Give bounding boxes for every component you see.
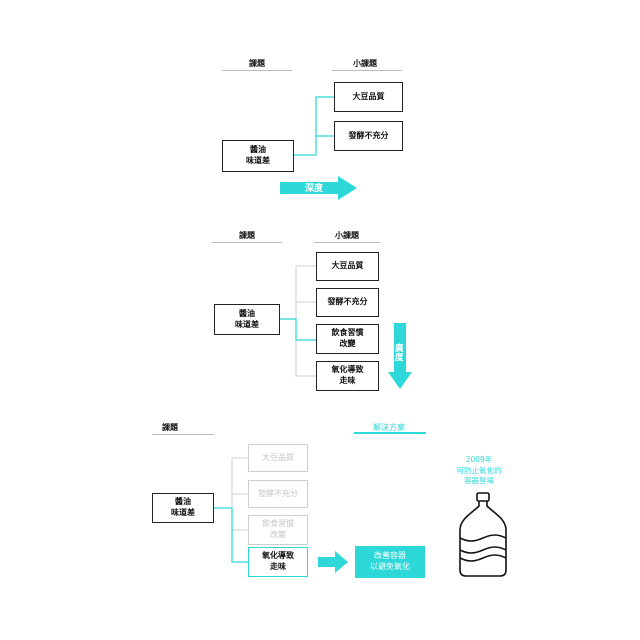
section1-header-subtopic: 小課題 [353,59,377,68]
section1-child-box: 發酵不充分 [334,121,403,151]
section3-child-box-faded: 發酵不充分 [248,480,308,508]
section2-header-subtopic-underline [314,242,380,243]
section2-header-topic: 課題 [239,231,255,240]
section3-solution-box: 改善容器 以避免氧化 [355,546,425,578]
section3-connectors-teal [214,507,248,563]
section3-header-topic-underline [152,434,214,435]
section2-breadth-arrow [388,323,412,389]
section1-header-topic-underline [222,70,292,71]
section3-solution-arrow [318,551,348,573]
section1-connectors [294,96,334,156]
section3-root-box: 醬油 味道差 [152,493,214,523]
section2-connectors-gray [295,265,316,377]
section1-root-box: 醬油 味道差 [222,140,294,172]
bottle-icon [459,492,507,577]
section3-header-solution-underline [354,432,426,434]
section2-header-subtopic: 小課題 [335,231,359,240]
section2-child-box: 飲食習慣 改變 [316,324,379,354]
section3-header-topic: 課題 [162,423,178,432]
section3-child-box-faded: 大豆品質 [248,444,308,472]
section3-child-box-highlight: 氧化導致 走味 [248,547,308,577]
section2-child-box: 氧化導致 走味 [316,361,379,391]
section1-connector-trunk [294,96,334,156]
section2-child-box: 大豆品質 [316,252,379,281]
section1-header-subtopic-underline [332,70,402,71]
section2-breadth-label: 廣度 [395,344,404,364]
section1-depth-arrow [280,176,357,200]
section1-depth-label: 深度 [305,184,324,194]
section2-child-box: 發酵不充分 [316,288,379,317]
section3-child-box-faded: 飲食習慣 改變 [248,515,308,545]
section1-header-topic: 課題 [249,59,265,68]
section1-child-box: 大豆品質 [334,82,403,112]
section3-connectors-gray [231,457,248,531]
section3-note: 2009年 可防止氧化的 容器登場 [456,455,502,485]
section2-root-box: 醬油 味道差 [214,304,280,335]
section2-connectors-teal [280,318,316,341]
section3-header-solution: 解決方案 [373,423,405,432]
section2-header-topic-underline [212,242,282,243]
